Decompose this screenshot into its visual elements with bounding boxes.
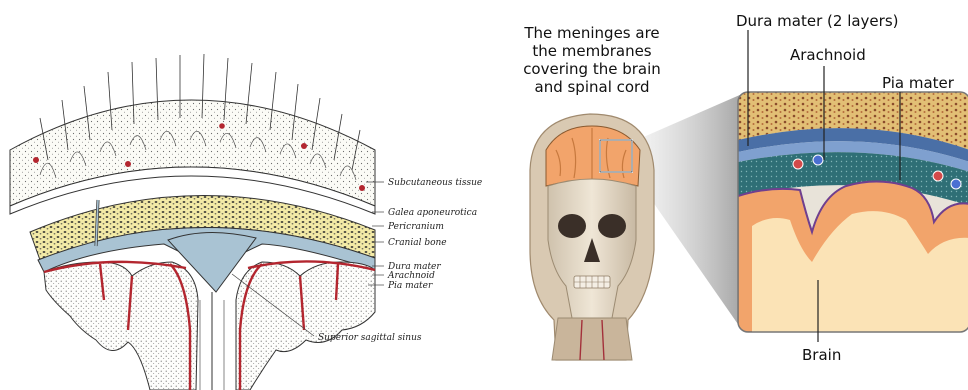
right-eye-socket: [598, 214, 626, 238]
label-pia-mater-left: Pia mater: [387, 281, 433, 291]
label-subcutaneous: Subcutaneous tissue: [388, 178, 482, 188]
left-eye-socket: [558, 214, 586, 238]
label-pia-mater: Pia mater: [882, 74, 955, 92]
exposed-brain: [546, 126, 640, 186]
label-dura-mater: Dura mater (2 layers): [736, 12, 899, 30]
meninges-inset: [738, 92, 968, 332]
intro-line-2: the membranes: [532, 42, 651, 60]
right-hemisphere: [236, 262, 375, 390]
label-cranial-bone: Cranial bone: [388, 238, 447, 248]
neck: [552, 318, 632, 360]
intro-line-1: The meninges are: [523, 24, 659, 42]
skull-illustration: [530, 114, 654, 360]
left-hemisphere: [44, 262, 198, 390]
intro-line-4: and spinal cord: [535, 78, 650, 96]
label-galea: Galea aponeurotica: [388, 208, 477, 218]
label-arachnoid: Arachnoid: [790, 46, 866, 64]
intro-line-3: covering the brain: [523, 60, 661, 78]
label-brain: Brain: [802, 346, 841, 364]
label-arachnoid-left: Arachnoid: [387, 271, 435, 281]
intro-text: The meninges are the membranes covering …: [523, 24, 661, 96]
label-superior-sagittal-sinus: Superior sagittal sinus: [318, 333, 422, 343]
label-pericranium: Pericranium: [387, 222, 444, 232]
